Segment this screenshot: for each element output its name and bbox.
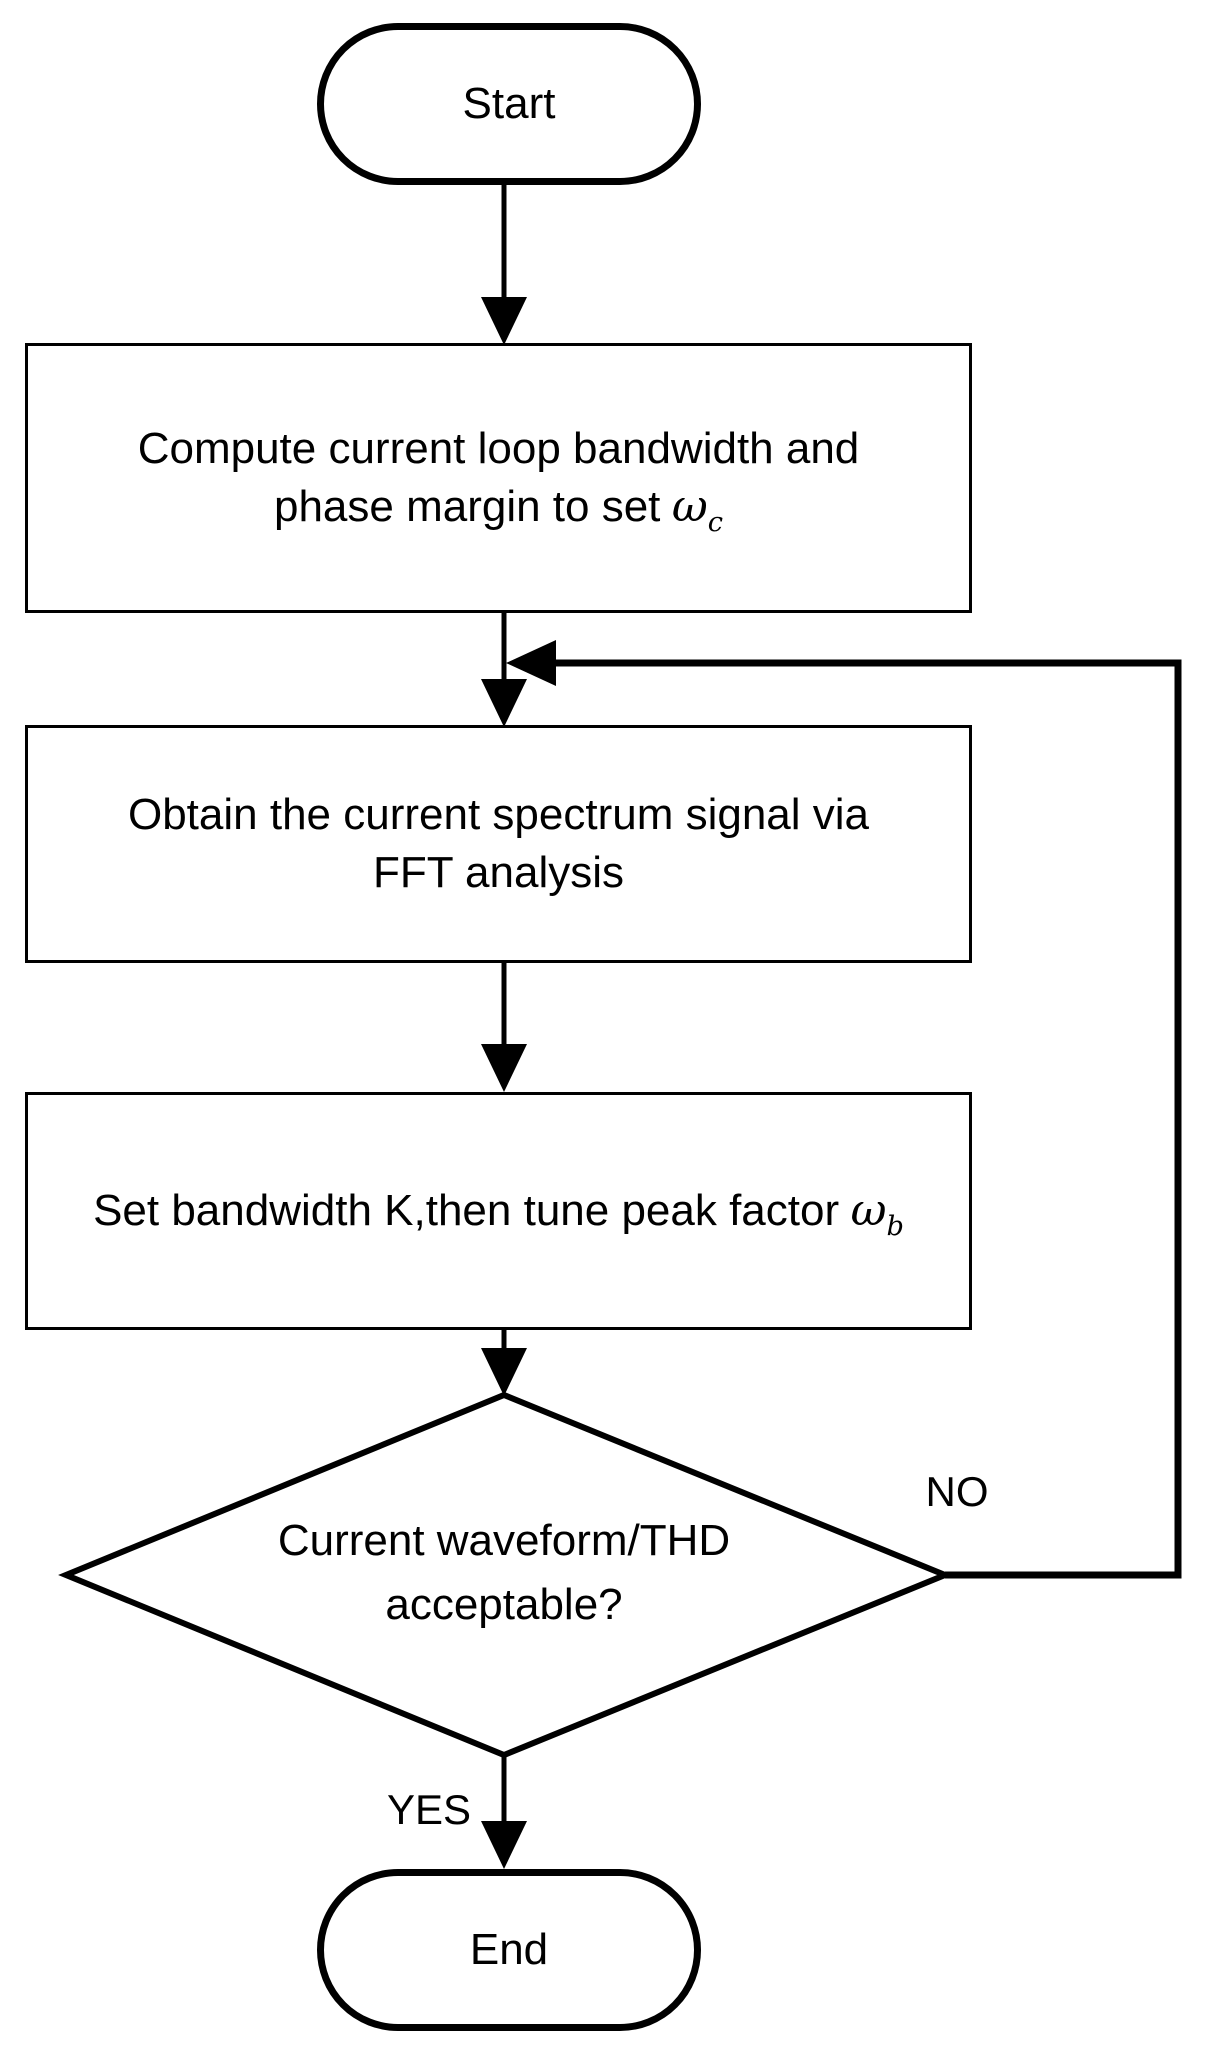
- no-branch-label: NO: [925, 1468, 989, 1515]
- start-node: Start: [317, 23, 701, 185]
- omega-b-symbol: ωb: [850, 1185, 904, 1242]
- end-label: End: [469, 1925, 549, 1974]
- fft-line1: Obtain the current spectrum signal via: [127, 790, 870, 839]
- process-compute-box: Compute current loop bandwidth and phase…: [25, 343, 972, 613]
- start-label: Start: [462, 79, 556, 128]
- bandwidth-line-text: Set bandwidth K,then tune peak factor: [93, 1186, 840, 1235]
- decision-label: Current waveform/THD acceptable?: [104, 1509, 904, 1637]
- omega-c-symbol: ωc: [671, 481, 724, 538]
- arrowhead-into-decision: [481, 1348, 527, 1396]
- no-feedback-arrowhead: [506, 640, 556, 686]
- process-fft-box: Obtain the current spectrum signal via F…: [25, 725, 972, 963]
- compute-line2-text: phase margin to set: [273, 482, 661, 531]
- end-node: End: [317, 1869, 701, 2031]
- fft-line2: FFT analysis: [372, 848, 625, 897]
- arrowhead-into-end: [481, 1821, 527, 1869]
- decision-line1: Current waveform/THD: [277, 1516, 731, 1565]
- decision-line2: acceptable?: [385, 1580, 623, 1629]
- arrowhead-into-compute: [481, 297, 527, 345]
- compute-line1: Compute current loop bandwidth and: [137, 424, 860, 473]
- no-feedback-connector: [552, 659, 1182, 1579]
- arrowhead-into-bandwidth: [481, 1044, 527, 1092]
- arrowhead-into-fft: [481, 679, 527, 727]
- decision-diamond-shape: [58, 1391, 953, 1759]
- yes-branch-label: YES: [386, 1786, 472, 1833]
